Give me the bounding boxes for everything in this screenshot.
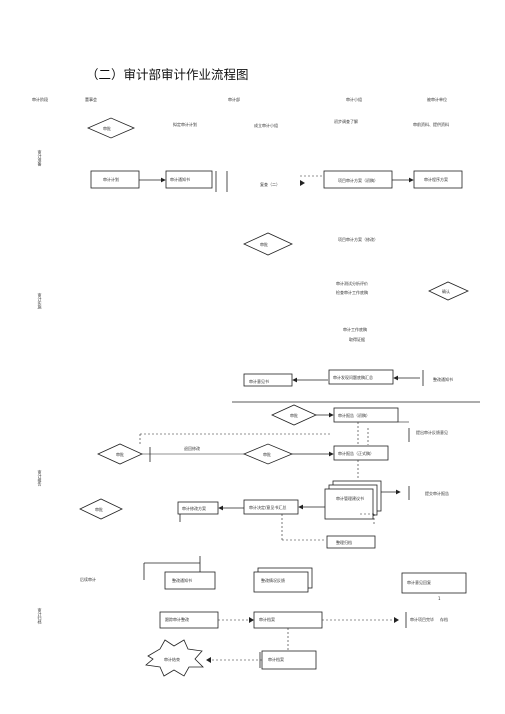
box-decision-small-label: 审计修改方案 (182, 505, 206, 511)
phase-archive: 审计归档 (38, 607, 43, 625)
label-provide: 审前资料、提供资料 (413, 121, 449, 127)
doc-stack2-front (253, 571, 309, 593)
lane-header-auditee: 被审计单位 (427, 96, 447, 102)
diamond-approve-1 (86, 117, 136, 139)
diamond-approve-1-label: 审批 (103, 125, 111, 131)
box-program (323, 170, 393, 189)
lane-header-board: 董事会 (85, 96, 97, 102)
box-final-file (261, 650, 317, 670)
box-plan-label: 审计计划 (103, 176, 119, 182)
label-evidence: 取得证据 (349, 336, 365, 342)
lane-header-audit-dept: 审计部 (228, 96, 240, 102)
label-impl-1: 审计测试分析评价 (336, 280, 368, 286)
diamond-approve-6 (79, 498, 123, 520)
lane-header-team: 审计小组 (346, 96, 362, 102)
diamond-approve-5-label: 审批 (263, 451, 271, 457)
diamond-approve-3-label: 审批 (290, 412, 298, 418)
doc-stack-label: 审计管理建议书 (336, 495, 364, 501)
arrow-tip-burst (206, 657, 211, 663)
diamond-approve-6-label: 审批 (95, 506, 103, 512)
box-rectify-check-label: 跟踪审计整改 (165, 616, 189, 622)
label-form-team: 成立审计小组 (254, 122, 278, 128)
note-one-a: 1 (438, 596, 441, 601)
box-rectify-notice-label: 整改通知书 (172, 577, 192, 583)
burst-close-label: 审计结束 (164, 656, 180, 662)
label-present-report: 提交审计报告 (425, 490, 449, 496)
arrow-tip-right (394, 617, 399, 623)
box-reply (401, 572, 467, 594)
doc-stack-front (324, 488, 374, 520)
box-program-label: 项目审计方案（初稿） (338, 177, 378, 183)
label-feedback: 提出审计反馈意见 (416, 429, 448, 435)
box-decision-label: 审计决定/意见书汇总 (249, 504, 286, 510)
phase-implement: 审计实施 (38, 292, 43, 310)
lane-header-phase: 审计阶段 (32, 96, 48, 102)
diamond-approve-2-label: 审批 (260, 241, 268, 247)
box-team-form (165, 170, 213, 189)
box-plan (90, 170, 140, 189)
box-findings-label: 审计发现问题底稿汇总 (333, 374, 373, 380)
box-opinion-label: 审计意见书 (249, 378, 269, 384)
label-follow-left: 后续审计 (80, 576, 96, 582)
label-file-note: 存档 (440, 616, 448, 622)
phase-report: 审计报告 (38, 469, 43, 487)
box-rectify-notice (164, 571, 216, 590)
box-report-draft-label: 审计报告（初稿） (338, 412, 370, 418)
phase-labels: 审计准备 审计实施 审计报告 审计归档 (38, 149, 43, 625)
diamond-confirm-label: 确认 (442, 288, 450, 294)
diamond-confirm (428, 281, 469, 301)
box-archive-label: 整理归档 (336, 539, 352, 545)
box-final-file-label: 审计档案 (268, 656, 284, 662)
doc-stack2-label: 整改情况反馈 (261, 577, 285, 583)
label-program-rev: 项目审计方案（修改） (338, 236, 378, 242)
phase-prepare: 审计准备 (38, 149, 43, 167)
box-archive (326, 535, 376, 549)
box-reply-label: 审计意见回复 (407, 579, 431, 585)
label-workpaper: 审计工作底稿 (343, 326, 367, 332)
box-report-draft (333, 407, 399, 423)
label-retest: 复查（二） (260, 181, 280, 187)
box-fileout-label: 审计档案 (259, 616, 275, 622)
diamond-approve-2 (243, 232, 293, 256)
box-auditee-prep-label: 审计程序方案 (424, 176, 448, 182)
box-report-final (333, 445, 389, 461)
arrow-tip-program (300, 180, 305, 186)
box-decision (243, 499, 299, 515)
box-opinion (243, 373, 293, 387)
diamond-approve-4-label: 审批 (116, 451, 124, 457)
arrow-tip-file (249, 617, 254, 623)
page-title: （二）审计部审计作业流程图 (86, 67, 249, 82)
label-prelim: 初步调查了解 (334, 118, 358, 124)
box-team-form-label: 审计通知书 (170, 176, 190, 182)
burst-close (145, 639, 204, 677)
box-report-final-label: 审计报告（正式稿） (338, 450, 374, 456)
label-return: 退回修改 (184, 445, 200, 451)
box-findings (328, 369, 394, 385)
label-rectify-notice: 整改通知书 (433, 376, 453, 382)
box-decision-small (177, 501, 219, 515)
box-auditee-prep (413, 170, 463, 189)
label-draft-plan: 拟定审计计划 (173, 121, 197, 127)
label-impl-2: 检查审计工作底稿 (336, 289, 368, 295)
label-flag: 审计项目完毕 (410, 616, 434, 622)
